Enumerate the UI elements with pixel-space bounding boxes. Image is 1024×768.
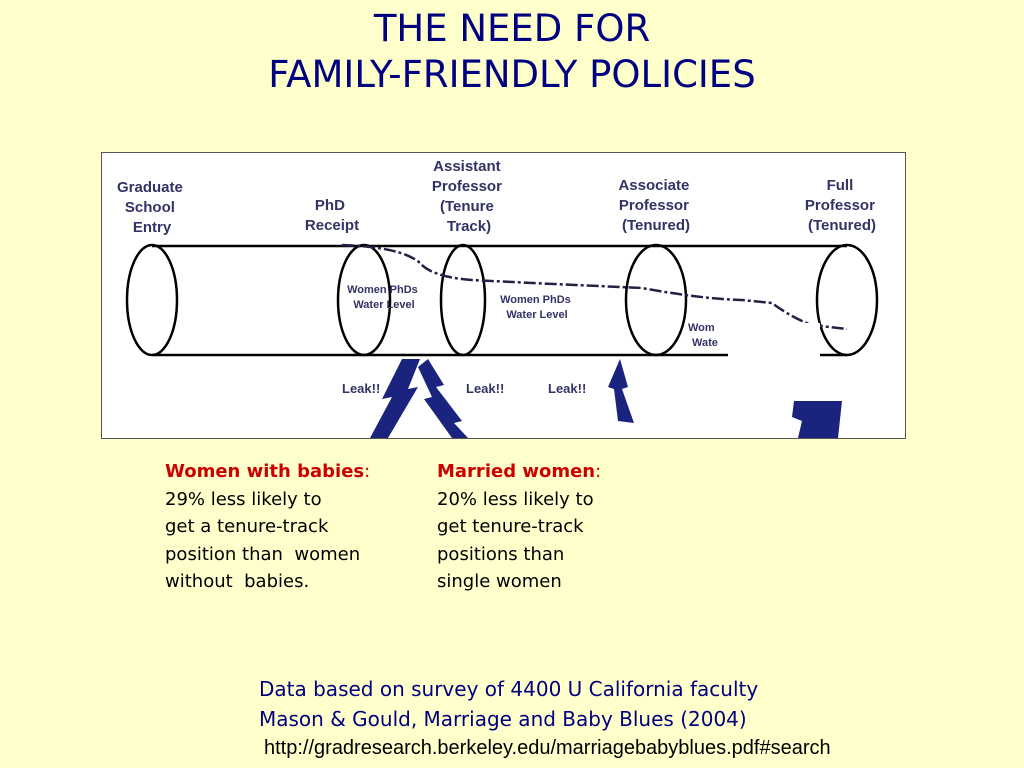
stat-married-colon: : (595, 461, 602, 482)
source-citation: Data based on survey of 4400 U Californi… (259, 674, 758, 734)
title-line-2: FAMILY-FRIENDLY POLICIES (268, 53, 756, 96)
stat-babies-line-4: without babies. (165, 571, 310, 592)
leak-label-1: Leak!! (342, 381, 380, 396)
leaky-pipeline-diagram: Graduate School Entry PhD Receipt Assist… (101, 152, 906, 439)
stat-babies-line-1: 29% less likely to (165, 488, 322, 510)
stat-married-line-2: get tenure-track (437, 516, 584, 537)
stat-married-heading: Married women (437, 461, 596, 482)
stage-label-graduate: Graduate School Entry (117, 179, 187, 236)
stage-label-associate: Associate Professor (Tenured) (618, 177, 693, 234)
leak-label-2: Leak!! (466, 381, 504, 396)
leak-label-3: Leak!! (548, 381, 586, 396)
leak-bolt-2 (418, 359, 468, 438)
water-label-first: Women PhDs Water Level (347, 284, 421, 311)
stat-babies-heading: Women with babies (165, 461, 365, 482)
slide-title: THE NEED FOR FAMILY-FRIENDLY POLICIES (0, 6, 1024, 98)
source-line-2: Mason & Gould, Marriage and Baby Blues (… (259, 707, 747, 731)
leak-bolt-4 (792, 401, 842, 438)
overlay-box (728, 323, 820, 401)
leak-bolt-3 (608, 359, 634, 423)
source-url-link[interactable]: http://gradresearch.berkeley.edu/marriag… (264, 737, 831, 759)
stat-married-line-4: single women (437, 571, 562, 592)
pipe-ring-assistant (439, 243, 487, 357)
title-line-1: THE NEED FOR (373, 7, 651, 50)
water-label-second: Women PhDs Water Level (500, 294, 574, 321)
pipe-end-graduate (125, 243, 179, 357)
pipe-end-full (815, 243, 879, 357)
stat-babies-line-3: position than women (165, 543, 361, 565)
stat-married-line-3: positions than (437, 543, 565, 565)
pipe-ring-phd (336, 243, 392, 357)
water-label-third: Wom Wate (688, 322, 718, 349)
leak-bolt-1 (370, 359, 420, 438)
water-level-line (341, 243, 848, 331)
stat-women-with-babies: Women with babies: 29% less likely to ge… (165, 458, 370, 596)
pipe-ring-associate (624, 243, 688, 357)
stage-label-assistant: Assistant Professor (Tenure Track) (432, 158, 506, 235)
stat-married-line-1: 20% less likely to (437, 488, 594, 510)
stat-babies-line-2: get a tenure-track (165, 516, 329, 537)
stat-married-women: Married women: 20% less likely to get te… (437, 458, 601, 596)
stage-label-phd: PhD Receipt (305, 197, 359, 234)
stage-label-full: Full Professor (Tenured) (805, 177, 879, 234)
stat-babies-colon: : (364, 461, 371, 482)
source-line-1: Data based on survey of 4400 U Californi… (259, 677, 759, 701)
